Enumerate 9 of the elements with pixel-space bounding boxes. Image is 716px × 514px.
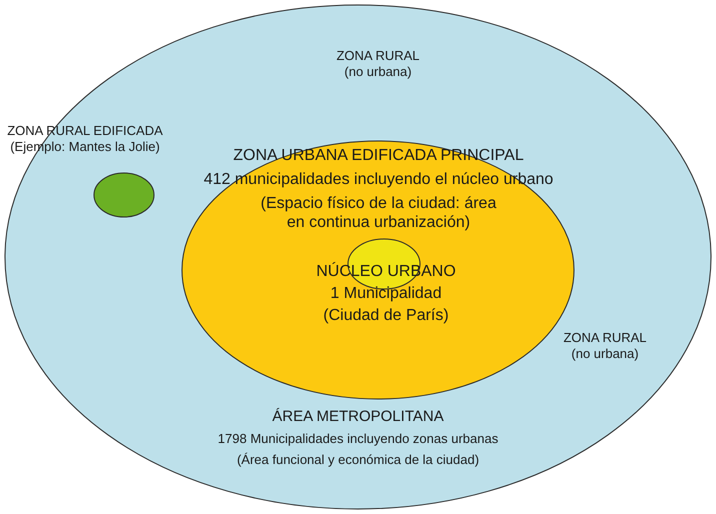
zone-heading: ÁREA METROPOLITANA (271, 408, 445, 426)
zone-description: (Espacio físico de la ciudad: área en continua urbanización) (260, 194, 498, 232)
zone-label: ZONA RURAL (no urbana) (562, 330, 648, 362)
zone-description: (Área funcional y económica de la ciudad) (236, 452, 480, 468)
metropolitan-area-ellipse (3, 3, 713, 511)
zone-description: 1798 Municipalidades incluyendo zonas urbanas (216, 431, 500, 447)
zone-label: ZONA RURAL (no urbana) (335, 48, 421, 80)
zone-description: 1 Municipalidad (329, 284, 443, 304)
zone-description: (Ciudad de París) (322, 306, 450, 326)
